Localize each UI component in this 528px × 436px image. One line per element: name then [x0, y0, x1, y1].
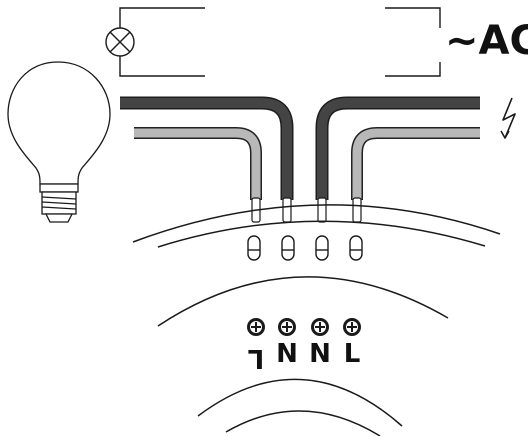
light-bulb-icon — [7, 61, 111, 223]
terminal-screw-icon — [247, 318, 265, 336]
canopy-arc-inner — [157, 220, 486, 248]
wire-light-left — [134, 127, 262, 200]
circuit-line-left-top — [119, 7, 205, 28]
contact-slot-icon — [315, 235, 329, 261]
lamp-symbol-icon — [105, 27, 135, 57]
fixture-arc-lower-outer — [197, 378, 403, 427]
supply-label: ~AC — [445, 18, 528, 64]
contact-slot-icon — [349, 235, 363, 261]
contact-slots — [247, 235, 363, 261]
canopy-arcs — [132, 204, 501, 248]
terminal-label-1: L — [248, 343, 265, 373]
stripped-wire-tips — [251, 197, 362, 223]
fixture-arcs-lower — [197, 378, 403, 436]
fixture-arc-middle — [157, 276, 449, 327]
circuit-line-right-bottom — [385, 62, 441, 77]
fixture-arc-lower-inner — [225, 410, 381, 436]
wire-tip-4 — [352, 197, 362, 223]
terminal-screw-icon — [278, 318, 296, 336]
wires — [120, 96, 480, 223]
contact-slot-icon — [247, 235, 261, 261]
terminal-label-3: N — [309, 339, 331, 369]
terminal-labels: L N N L — [248, 339, 361, 373]
wire-dark-right — [315, 96, 480, 200]
terminal-label-2: N — [276, 339, 298, 369]
terminal-screws — [247, 318, 361, 336]
circuit-line-right-top — [385, 7, 441, 28]
wire-dark-left — [120, 96, 294, 200]
terminal-label-4: L — [344, 339, 361, 369]
canopy-arc-outer — [132, 204, 501, 243]
terminal-screw-icon — [343, 318, 361, 336]
wire-tip-3 — [317, 197, 327, 223]
contact-slot-icon — [281, 235, 295, 261]
supply-circuit-lines — [119, 7, 441, 77]
circuit-line-left-bottom — [119, 56, 205, 77]
lightning-icon — [500, 97, 516, 139]
wire-light-right — [351, 127, 480, 200]
terminal-screw-icon — [311, 318, 329, 336]
wire-tip-2 — [282, 197, 292, 223]
